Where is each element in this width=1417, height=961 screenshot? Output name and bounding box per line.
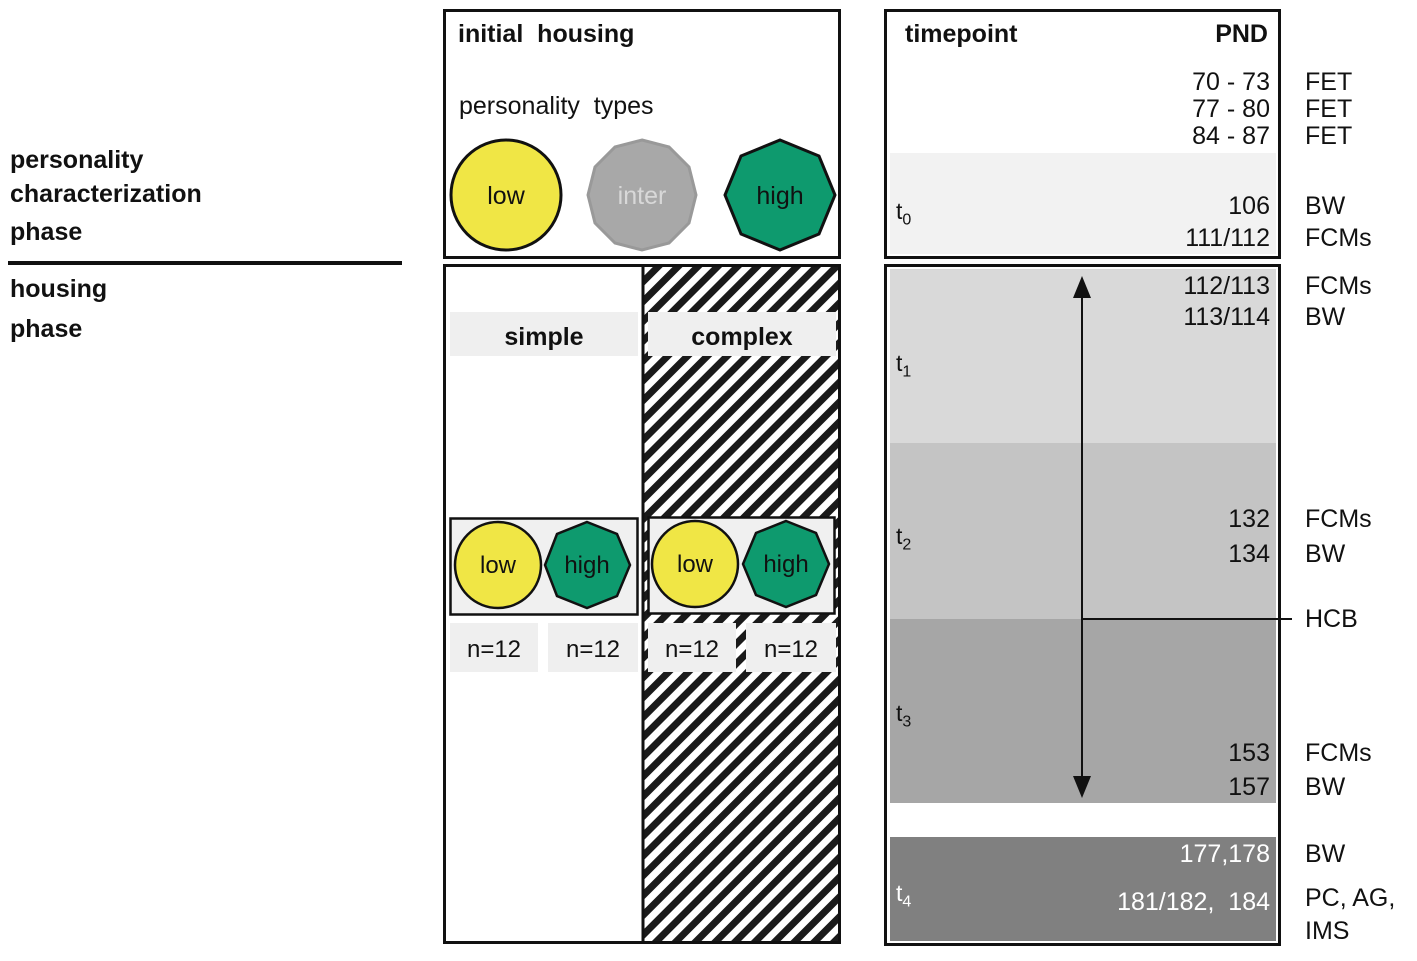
n-simple-low-bg [450, 623, 538, 672]
high-type-shape [723, 138, 837, 252]
simple-label: simple [504, 323, 583, 351]
simple-low-shape [453, 520, 543, 610]
housing-box-border [443, 264, 841, 944]
simple-high-shape [543, 520, 632, 610]
measure-157: BW [1305, 773, 1346, 801]
t4-letter: t [896, 880, 903, 906]
measure-177: BW [1305, 840, 1346, 868]
n-complex-high-bg [746, 623, 836, 672]
t3-letter: t [896, 700, 903, 726]
measure-113: BW [1305, 303, 1346, 331]
pnd-111: 111/112 [1185, 224, 1270, 252]
complex-high-shape [741, 519, 831, 609]
pnd-77: 77 - 80 [1192, 95, 1270, 123]
t2-sub: 2 [902, 536, 912, 554]
pnd-header: PND [1215, 20, 1268, 48]
pnd-134: 134 [1228, 540, 1270, 568]
complex-high-text: high [763, 551, 808, 578]
housing-phase-label: housing phase [10, 277, 107, 342]
low-type-shape [449, 138, 563, 252]
t0-label: t0 [896, 198, 911, 230]
measure-181a: PC, AG, [1305, 884, 1396, 912]
high-type-text: high [756, 182, 803, 210]
personality-types-shapes: low inter high [449, 138, 837, 252]
complex-low-text: low [677, 551, 714, 578]
phase-word-4: housing [10, 275, 108, 303]
complex-label-bg [648, 312, 836, 356]
pnd-157: 157 [1228, 773, 1270, 801]
complex-low-shape [650, 519, 740, 609]
phase-divider [8, 261, 402, 265]
t0-sub: 0 [902, 211, 912, 229]
measure-132: FCMs [1305, 505, 1372, 533]
pnd-70: 70 - 73 [1192, 68, 1270, 96]
phase-word-2: characterization [10, 180, 202, 208]
arrow-down-head [1073, 776, 1091, 798]
t0-letter: t [896, 198, 903, 224]
pnd-181: 181/182, 184 [1117, 888, 1270, 916]
n-complex-low: n=12 [665, 636, 719, 663]
measure-134: BW [1305, 540, 1346, 568]
inter-type-shape [586, 138, 698, 252]
pnd-113: 113/114 [1183, 303, 1270, 331]
t1-letter: t [896, 350, 903, 376]
phase-word-5: phase [10, 315, 83, 343]
arrow-up-head [1073, 276, 1091, 298]
n-complex-high: n=12 [764, 636, 818, 663]
housing-conditions: simple complex low high low high n=12 n=… [443, 264, 841, 944]
t0-band [890, 153, 1276, 254]
t4-label: t4 [896, 880, 911, 912]
personality-types-label: personality types [459, 92, 654, 120]
t3-label: t3 [896, 700, 911, 732]
complex-label: complex [691, 323, 793, 351]
t1-sub: 1 [902, 363, 912, 381]
measure-106: BW [1305, 192, 1346, 220]
simple-low-text: low [480, 552, 517, 579]
pnd-106: 106 [1228, 192, 1270, 220]
timeline-top-box [884, 9, 1281, 259]
t1-label: t1 [896, 350, 911, 382]
t2-label: t2 [896, 523, 911, 555]
pnd-84: 84 - 87 [1192, 122, 1270, 150]
pnd-153: 153 [1228, 739, 1270, 767]
n-simple-high-bg [548, 623, 638, 672]
timeline-arrows [1073, 276, 1292, 798]
n-simple-high: n=12 [566, 636, 620, 663]
pnd-177: 177,178 [1179, 840, 1270, 868]
characterization-phase-label: personality characterization phase [10, 148, 202, 245]
pnd-132: 132 [1228, 505, 1270, 533]
low-type-text: low [487, 182, 525, 210]
simple-label-bg [450, 312, 638, 356]
simple-high-text: high [564, 552, 609, 579]
initial-housing-title: initial housing [458, 20, 635, 48]
measure-111: FCMs [1305, 224, 1372, 252]
timeline-bottom-box [884, 264, 1281, 946]
t3-sub: 3 [902, 713, 912, 731]
phase-word-3: phase [10, 218, 83, 246]
n-complex-low-bg [648, 623, 736, 672]
timepoint-header: timepoint [905, 20, 1018, 48]
measure-70: FET [1305, 68, 1353, 96]
t2-letter: t [896, 523, 903, 549]
phase-word-1: personality [10, 146, 144, 174]
n-simple-low: n=12 [467, 636, 521, 663]
measure-181b: IMS [1305, 917, 1350, 945]
measure-112: FCMs [1305, 272, 1372, 300]
pnd-112: 112/113 [1183, 272, 1270, 300]
measure-hcb: HCB [1305, 605, 1358, 633]
initial-housing-box [443, 9, 841, 259]
t4-sub: 4 [902, 893, 912, 911]
inter-type-text: inter [618, 182, 667, 210]
measure-84: FET [1305, 122, 1353, 150]
t4-band [890, 837, 1276, 941]
measure-153: FCMs [1305, 739, 1372, 767]
measure-77: FET [1305, 95, 1353, 123]
